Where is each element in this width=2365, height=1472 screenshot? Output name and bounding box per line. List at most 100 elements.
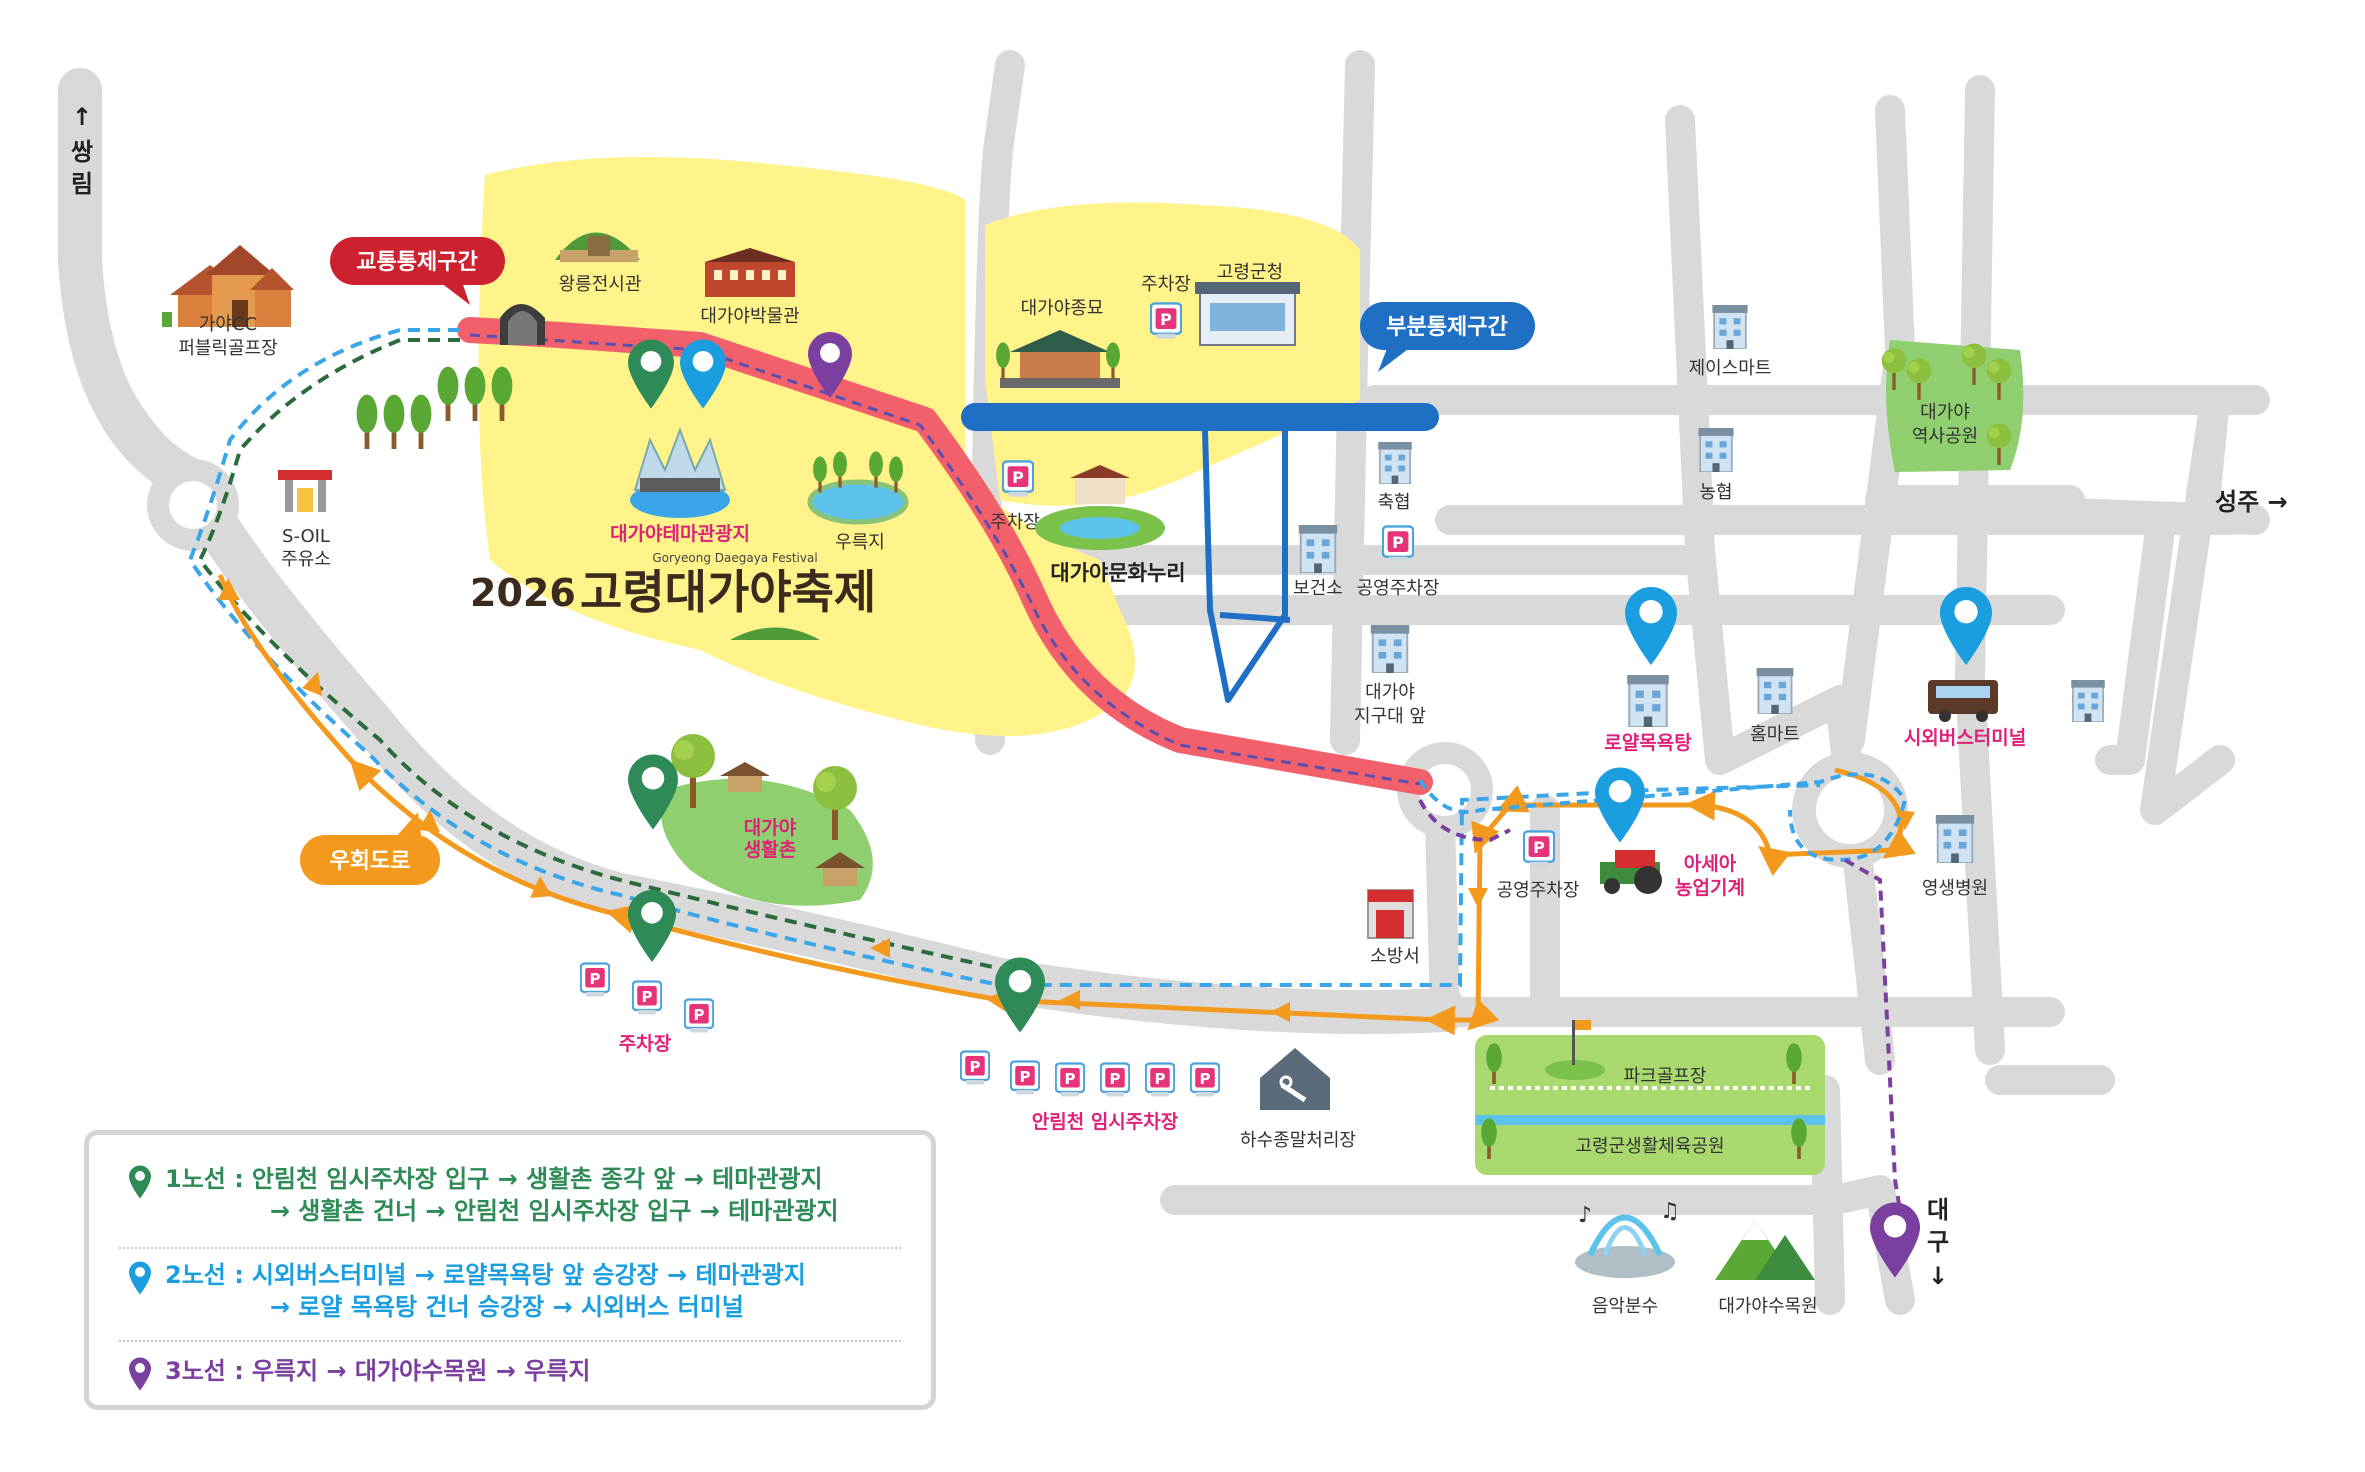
route1-line2: → 생활촌 건너 → 안림천 임시주차장 입구 → 테마관광지 [269,1197,839,1225]
theme-park-icon [630,427,730,518]
jays-mart-icon [1712,305,1748,349]
parking-c-icons [580,962,714,1034]
route3-pin-arboretum [1870,1202,1920,1278]
home-mart-label: 홈마트 [1750,724,1800,745]
direction-south-2: 구 [1927,1228,1949,1256]
museum-icon [705,248,795,297]
shrine-label: 대가야종묘 [1021,298,1104,319]
temp-parking-label: 안림천 임시주차장 [1032,1111,1179,1133]
route2-line2: → 로얄 목욕탕 건너 승강장 → 시외버스 터미널 [269,1293,744,1321]
temp-parking-icons [960,1050,1220,1098]
direction-south-arrow: ↓ [1928,1262,1948,1290]
partial-control-badge: 부분통제구간 [1360,302,1535,372]
tractor-icon [1600,850,1662,894]
festival-title: 고령대가야축제 [580,565,876,619]
sewage-plant-label: 하수종말처리장 [1240,1130,1356,1151]
sports-park-label: 고령군생활체육공원 [1575,1136,1724,1157]
parking-b-label: 주차장 [990,512,1040,533]
music-fountain-icon: ♪ ♫ [1575,1199,1680,1278]
route3-name: 3노선 : [165,1357,244,1385]
route2-pin-across [1595,767,1645,843]
bus-terminal-label: 시외버스터미널 [1904,727,2026,749]
pond-label: 우륵지 [835,532,885,553]
gas-station-label: 주유소 [281,549,331,570]
pond-icon [807,451,909,525]
jays-mart-label: 제이스마트 [1689,358,1772,379]
sports-park-icon [1475,1020,1825,1175]
shrine-icon [996,330,1120,388]
parking-a-icon [1150,302,1182,340]
county-office-label: 고령군청 [1217,262,1283,283]
village-label-1: 대가야 [744,817,797,839]
route1-name: 1노선 : [165,1165,244,1193]
route3-line-center [469,333,1421,786]
police-label-1: 대가야 [1365,682,1415,703]
history-park-label-1: 대가야 [1920,402,1970,423]
fire-station-icon [1367,889,1414,939]
direction-north-1: 쌍 [71,138,93,166]
s-oil-label: S-OIL [282,526,330,547]
public-parking-1-icon [1382,525,1414,563]
tomb-museum-icon [555,232,640,262]
tunnel-icon [500,304,545,345]
gaya-cc-label: 가야CC [199,314,257,335]
county-office-icon [1195,282,1300,346]
public-parking-2-label: 공영주차장 [1497,880,1580,901]
public-parking-2-icon [1523,830,1555,868]
theme-park-label: 대가야테마관광지 [610,523,750,545]
route1-line1: 안림천 임시주차장 입구 → 생활촌 종각 앞 → 테마관광지 [251,1165,823,1193]
route2-pin-royal-bath [1625,587,1677,665]
golf-course-icon [162,245,294,327]
route3-line1: 우륵지 → 대가야수목원 → 우륵지 [251,1357,591,1385]
royal-bath-label: 로얄목욕탕 [1604,732,1692,754]
home-mart-icon [1755,668,1795,714]
partial-control-label: 부분통제구간 [1386,315,1507,340]
detour-label: 우회도로 [330,849,411,874]
police-label-2: 지구대 앞 [1354,706,1426,727]
health-center-label: 보건소 [1293,578,1343,599]
detour-badge: 우회도로 [300,812,440,885]
festival-year: 2026 [470,571,576,615]
route2-line [187,328,1821,987]
culture-center-icon [1035,465,1165,550]
festival-subtitle: Goryeong Daegaya Festival [652,551,817,565]
police-icon [1370,625,1410,673]
village-icon [660,734,873,906]
bus-terminal-icon [1928,680,1998,722]
route1-pin-icon [129,1165,151,1199]
route3-pin-icon [129,1357,151,1391]
health-center-icon [1298,525,1338,573]
police-east-icon [2070,680,2106,722]
partial-control-lanes [1202,429,1288,703]
asia-machinery-label-2: 농업기계 [1675,877,1745,899]
direction-east: 성주 → [2215,488,2288,516]
livestock-coop-icon [1378,442,1412,484]
detour-road [217,574,1916,1036]
sewage-plant-icon [1260,1048,1330,1110]
legend-route2: 2노선 : 시외버스터미널 → 로얄목욕탕 앞 승강장 → 테마관광지 → 로얄… [129,1259,806,1323]
nonghyup-icon [1698,428,1734,472]
public-golf-label: 퍼블릭골프장 [178,338,277,359]
music-fountain-label: 음악분수 [1592,1296,1658,1317]
village-label-2: 생활촌 [744,839,796,861]
festival-logo-hill [730,627,820,640]
direction-north-2: 림 [71,170,93,198]
livestock-coop-label: 축협 [1377,492,1410,513]
route3-line-south [1844,858,1907,1241]
total-control-label: 교통통제구간 [356,250,477,275]
history-park-label-2: 역사공원 [1912,426,1978,447]
daegaya-museum-label: 대가야박물관 [700,306,799,327]
route1-pin-temp-parking [995,957,1045,1033]
park-golf-label: 파크골프장 [1624,1066,1707,1087]
legend-route3: 3노선 : 우륵지 → 대가야수목원 → 우륵지 [129,1355,590,1391]
route2-pin-icon [129,1261,151,1295]
parking-a-label: 주차장 [1141,274,1191,295]
route1-pin-parking [628,890,676,962]
public-parking-1-label: 공영주차장 [1357,578,1440,599]
svg-text:♫: ♫ [1660,1199,1680,1224]
hospital-label: 영생병원 [1922,878,1988,899]
direction-north-arrow: ↑ [72,103,92,131]
route-legend: 1노선 : 안림천 임시주차장 입구 → 생활촌 종각 앞 → 테마관광지 → … [84,1130,936,1410]
festival-zone-west [478,157,1136,736]
nonghyup-label: 농협 [1699,482,1732,503]
